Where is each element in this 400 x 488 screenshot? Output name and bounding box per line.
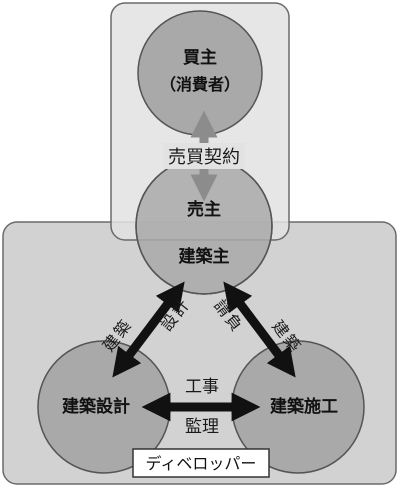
developer-label-box bbox=[132, 448, 270, 478]
buyer-node bbox=[137, 10, 263, 136]
developer-label: ディベロッパー bbox=[146, 454, 257, 473]
sales-contract-label: 売買契約 bbox=[168, 147, 240, 168]
sales-contract-label-bg bbox=[163, 143, 245, 169]
owner-design-arrow bbox=[112, 281, 185, 378]
buyer-title: 買主 bbox=[183, 47, 217, 68]
design-title: 建築設計 bbox=[62, 396, 130, 417]
buyer-subtitle: （消費者） bbox=[160, 75, 240, 94]
owner-title: 建築主 bbox=[179, 246, 230, 267]
works-label: 工事 bbox=[185, 377, 219, 397]
construction-title: 建築施工 bbox=[270, 396, 338, 417]
seller-title: 売主 bbox=[187, 199, 221, 220]
owner-construction-arrow bbox=[223, 281, 296, 378]
supervision-label: 監理 bbox=[185, 417, 219, 437]
